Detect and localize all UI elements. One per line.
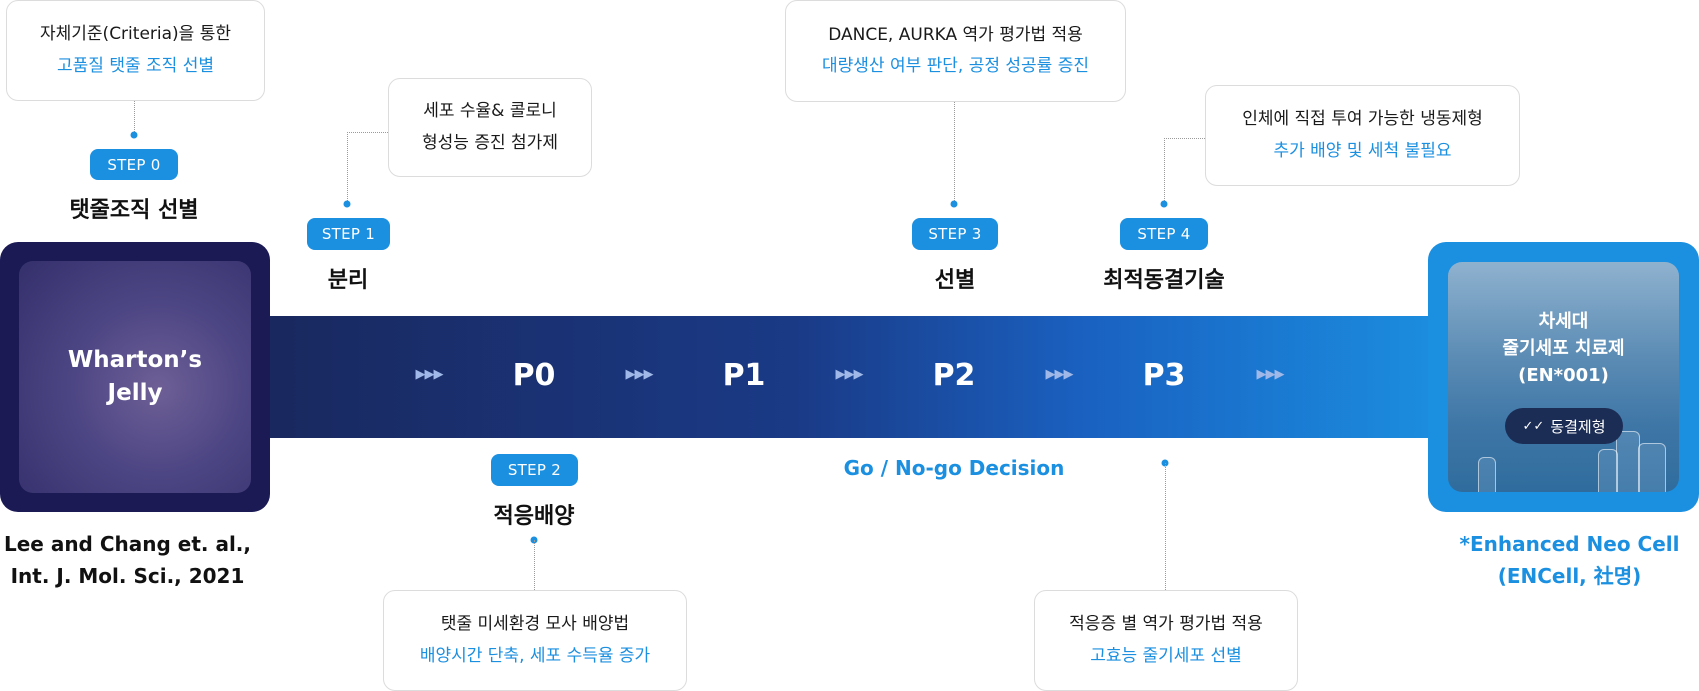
caption-line2: (ENCell, 社명): [1497, 564, 1642, 588]
step1-callout: 세포 수율& 콜로니 형성능 증진 첨가제: [388, 78, 592, 177]
reference-line2: Int. J. Mol. Sci., 2021: [10, 564, 245, 588]
connector-line: [534, 540, 535, 590]
potency-callout-line2: 고효능 줄기세포 선별: [1090, 645, 1242, 666]
step1-title: 분리: [327, 268, 369, 293]
left-card-line2: Jelly: [107, 380, 163, 406]
connector-line: [954, 102, 955, 203]
connector-line: [1165, 463, 1166, 590]
step3-callout-line1: DANCE, AURKA 역가 평가법 적용: [828, 24, 1083, 45]
connector-line: [1164, 138, 1165, 203]
step4-callout-line2: 추가 배양 및 세척 불필요: [1273, 140, 1452, 161]
process-band: [260, 316, 1450, 438]
arrow-chevrons-icon: ▶▶▶: [1045, 367, 1074, 382]
connector-dot: [343, 200, 351, 208]
step4-title: 최적동결기술: [1103, 268, 1225, 293]
double-check-icon: ✓✓: [1522, 418, 1545, 434]
stage-p0: P0: [512, 358, 556, 393]
arrow-chevrons-icon: ▶▶▶: [625, 367, 654, 382]
step2-title: 적응배양: [493, 504, 575, 529]
step0-callout-line1: 자체기준(Criteria)을 통한: [40, 24, 231, 45]
step4-badge: STEP 4: [1120, 218, 1208, 250]
step0-title: 탯줄조직 선별: [69, 198, 199, 223]
lab-image: 차세대 줄기세포 치료제 (EN*001) ✓✓ 동결제형: [1448, 262, 1679, 492]
step0-callout-line2: 고품질 탯줄 조직 선별: [57, 55, 214, 76]
step2-callout: 탯줄 미세환경 모사 배양법 배양시간 단축, 세포 수득율 증가: [383, 590, 687, 691]
arrow-chevrons-icon: ▶▶▶: [835, 367, 864, 382]
step3-callout: DANCE, AURKA 역가 평가법 적용 대량생산 여부 판단, 공정 성공…: [785, 0, 1126, 102]
step0-callout: 자체기준(Criteria)을 통한 고품질 탯줄 조직 선별: [6, 0, 265, 101]
arrow-chevrons-icon: ▶▶▶: [415, 367, 444, 382]
en001-card: 차세대 줄기세포 치료제 (EN*001) ✓✓ 동결제형: [1428, 242, 1699, 512]
step3-callout-line2: 대량생산 여부 판단, 공정 성공률 증진: [821, 56, 1090, 76]
go-no-go-decision: Go / No-go Decision: [843, 456, 1065, 480]
step1-callout-line2: 형성능 증진 첨가제: [422, 132, 558, 153]
freeze-formulation-badge: ✓✓ 동결제형: [1505, 408, 1623, 444]
step2-callout-line2: 배양시간 단축, 세포 수득율 증가: [419, 645, 651, 666]
step0-badge: STEP 0: [90, 149, 178, 180]
connector-dot: [1160, 200, 1168, 208]
step4-callout-line1: 인체에 직접 투여 가능한 냉동제형: [1242, 109, 1483, 130]
step2-badge: STEP 2: [491, 454, 578, 486]
right-card-line2: 줄기세포 치료제: [1502, 338, 1625, 359]
step3-badge: STEP 3: [912, 218, 998, 250]
right-card-line1: 차세대: [1538, 311, 1589, 332]
pill-label: 동결제형: [1550, 417, 1606, 436]
right-card-line3: (EN*001): [1518, 365, 1609, 386]
step2-callout-line1: 탯줄 미세환경 모사 배양법: [440, 614, 630, 635]
step1-badge: STEP 1: [307, 218, 390, 250]
stage-p3: P3: [1142, 358, 1186, 393]
step1-callout-line1: 세포 수율& 콜로니: [423, 101, 557, 122]
reference-line1: Lee and Chang et. al.,: [3, 532, 251, 556]
connector-line: [347, 132, 348, 203]
stage-p2: P2: [932, 358, 976, 393]
reference-citation: Lee and Chang et. al., Int. J. Mol. Sci.…: [0, 528, 255, 592]
encell-caption: *Enhanced Neo Cell (ENCell, 社명): [1440, 528, 1699, 592]
potency-callout: 적응증 별 역가 평가법 적용 고효능 줄기세포 선별: [1034, 590, 1298, 691]
step3-title: 선별: [934, 268, 976, 293]
connector-line: [347, 132, 388, 133]
connector-line: [1164, 138, 1205, 139]
potency-callout-line1: 적응증 별 역가 평가법 적용: [1069, 614, 1263, 635]
connector-dot: [950, 200, 958, 208]
connector-line: [134, 101, 135, 134]
connector-dot: [130, 131, 138, 139]
step4-callout: 인체에 직접 투여 가능한 냉동제형 추가 배양 및 세척 불필요: [1205, 85, 1520, 186]
caption-line1: *Enhanced Neo Cell: [1459, 532, 1680, 556]
left-card-line1: Wharton’s: [67, 346, 203, 373]
arrow-chevrons-icon: ▶▶▶: [1256, 367, 1285, 382]
stage-p1: P1: [722, 358, 766, 393]
